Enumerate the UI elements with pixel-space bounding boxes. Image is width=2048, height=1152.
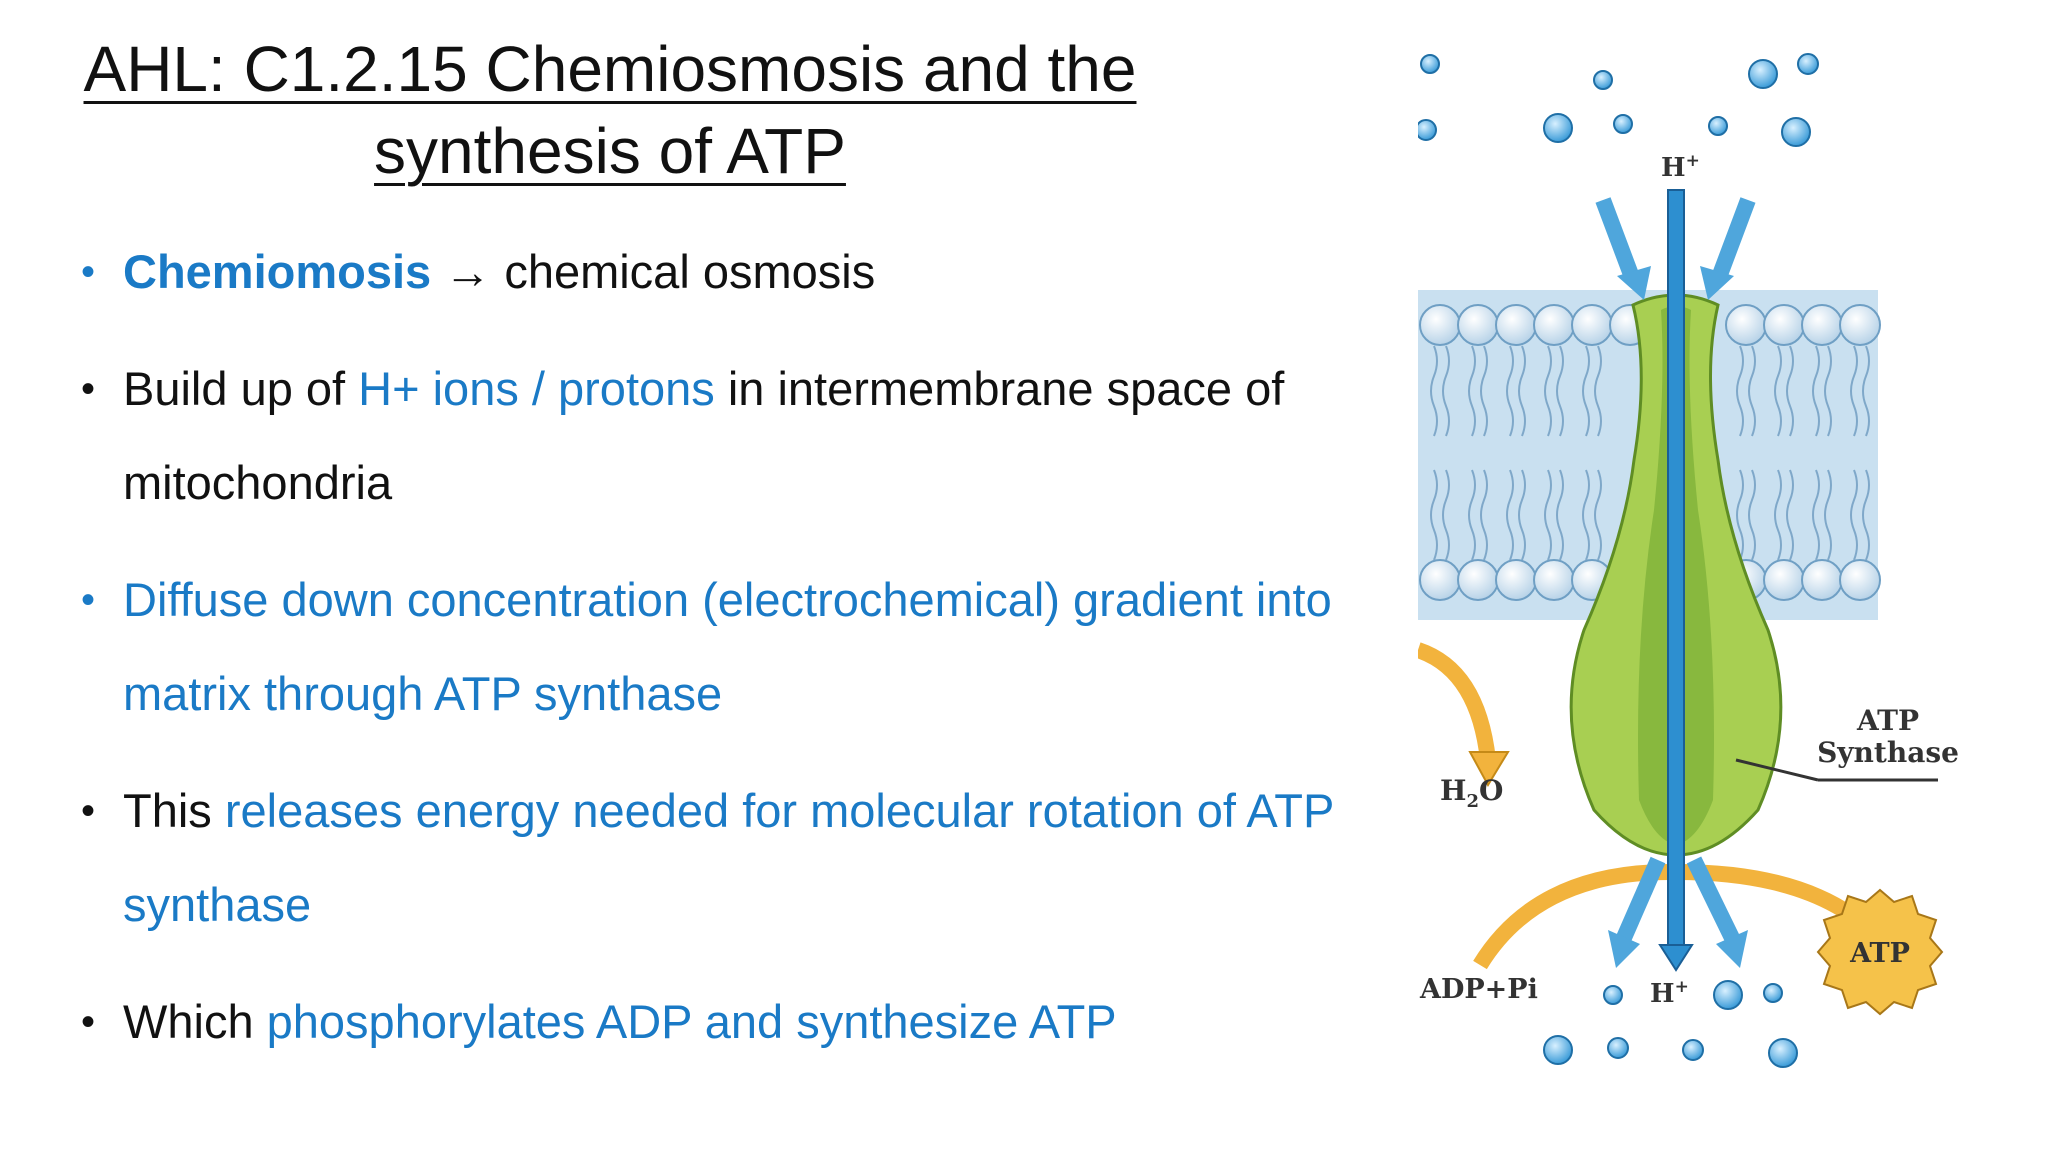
bullet-chemiosmosis: • Chemiomosis → chemical osmosis — [75, 225, 1365, 319]
arrow-symbol: → — [431, 245, 505, 298]
proton-inflow-arrow-right — [1710, 197, 1756, 283]
proton-outflow-arrow-right — [1686, 856, 1741, 944]
proton-inflow-arrow-right-head — [1700, 266, 1734, 300]
definition-text: chemical osmosis — [504, 245, 876, 298]
atp-badge — [1816, 888, 1944, 1016]
atp-synthase-diagram: H+ H2O ATP Synthase ADP+Pi H+ ATP — [1418, 53, 1959, 1068]
bullet-list: • Chemiomosis → chemical osmosis • Build… — [75, 225, 1365, 1092]
bullet-text: Build up of — [123, 362, 359, 415]
protons-matrix — [1543, 980, 1798, 1068]
label-atp-synthase-line1: ATP — [1856, 704, 1919, 737]
water-arrow — [1418, 642, 1496, 761]
title-line-2: synthesis of ATP — [374, 115, 846, 187]
bullet-text: in intermembrane space of mitochondria — [123, 362, 1285, 509]
proton-channel-head — [1658, 944, 1694, 972]
highlight-protons: H+ ions / protons — [358, 362, 715, 415]
label-h2o: H2O — [1440, 774, 1503, 812]
proton-channel — [1667, 189, 1685, 951]
label-atp: ATP — [1849, 938, 1910, 969]
term-chemiomosis: Chemiomosis — [123, 245, 432, 298]
lipid-tails — [1430, 345, 1870, 561]
highlight-energy: releases energy needed for molecular rot… — [123, 784, 1334, 931]
bullet-marker: • — [81, 367, 96, 411]
phospholipid-heads-bottom — [1419, 559, 1881, 601]
bullet-text: Diffuse down concentration (electrochemi… — [123, 573, 1332, 720]
protons-intermembrane — [1418, 53, 1819, 147]
phospholipid-heads-top — [1419, 304, 1881, 346]
bullet-marker: • — [81, 578, 96, 622]
water-arrow-head — [1468, 751, 1510, 788]
slide-title: AHL: C1.2.15 Chemiosmosis and the synthe… — [60, 28, 1160, 192]
label-adp-pi: ADP+Pi — [1419, 974, 1538, 1005]
atp-synthase-pointer — [1735, 758, 1819, 782]
bullet-marker: • — [81, 1000, 96, 1044]
bullet-phosphorylates: • Which phosphorylates ADP and synthesiz… — [75, 975, 1365, 1069]
bullet-diffuse: • Diffuse down concentration (electroche… — [75, 553, 1365, 741]
bullet-text: Which — [123, 995, 267, 1048]
label-h-plus-bottom: H+ — [1650, 977, 1689, 1009]
label-h-plus-top: H+ — [1661, 151, 1700, 183]
bullet-text: This — [123, 784, 225, 837]
proton-inflow-arrow-left-head — [1617, 266, 1651, 300]
highlight-phosphorylates: phosphorylates ADP and synthesize ATP — [266, 995, 1117, 1048]
title-line-1: AHL: C1.2.15 Chemiosmosis and the — [83, 33, 1137, 105]
bullet-releases-energy: • This releases energy needed for molecu… — [75, 764, 1365, 952]
bullet-build-up: • Build up of H+ ions / protons in inter… — [75, 342, 1365, 530]
proton-inflow-arrow-left — [1595, 197, 1641, 283]
bullet-marker: • — [81, 789, 96, 833]
proton-outflow-arrow-left — [1615, 856, 1666, 944]
proton-outflow-arrow-right-head — [1716, 930, 1748, 968]
bullet-marker: • — [81, 250, 96, 294]
proton-outflow-arrow-left-head — [1608, 930, 1640, 968]
label-atp-synthase-line2: Synthase — [1817, 736, 1959, 769]
